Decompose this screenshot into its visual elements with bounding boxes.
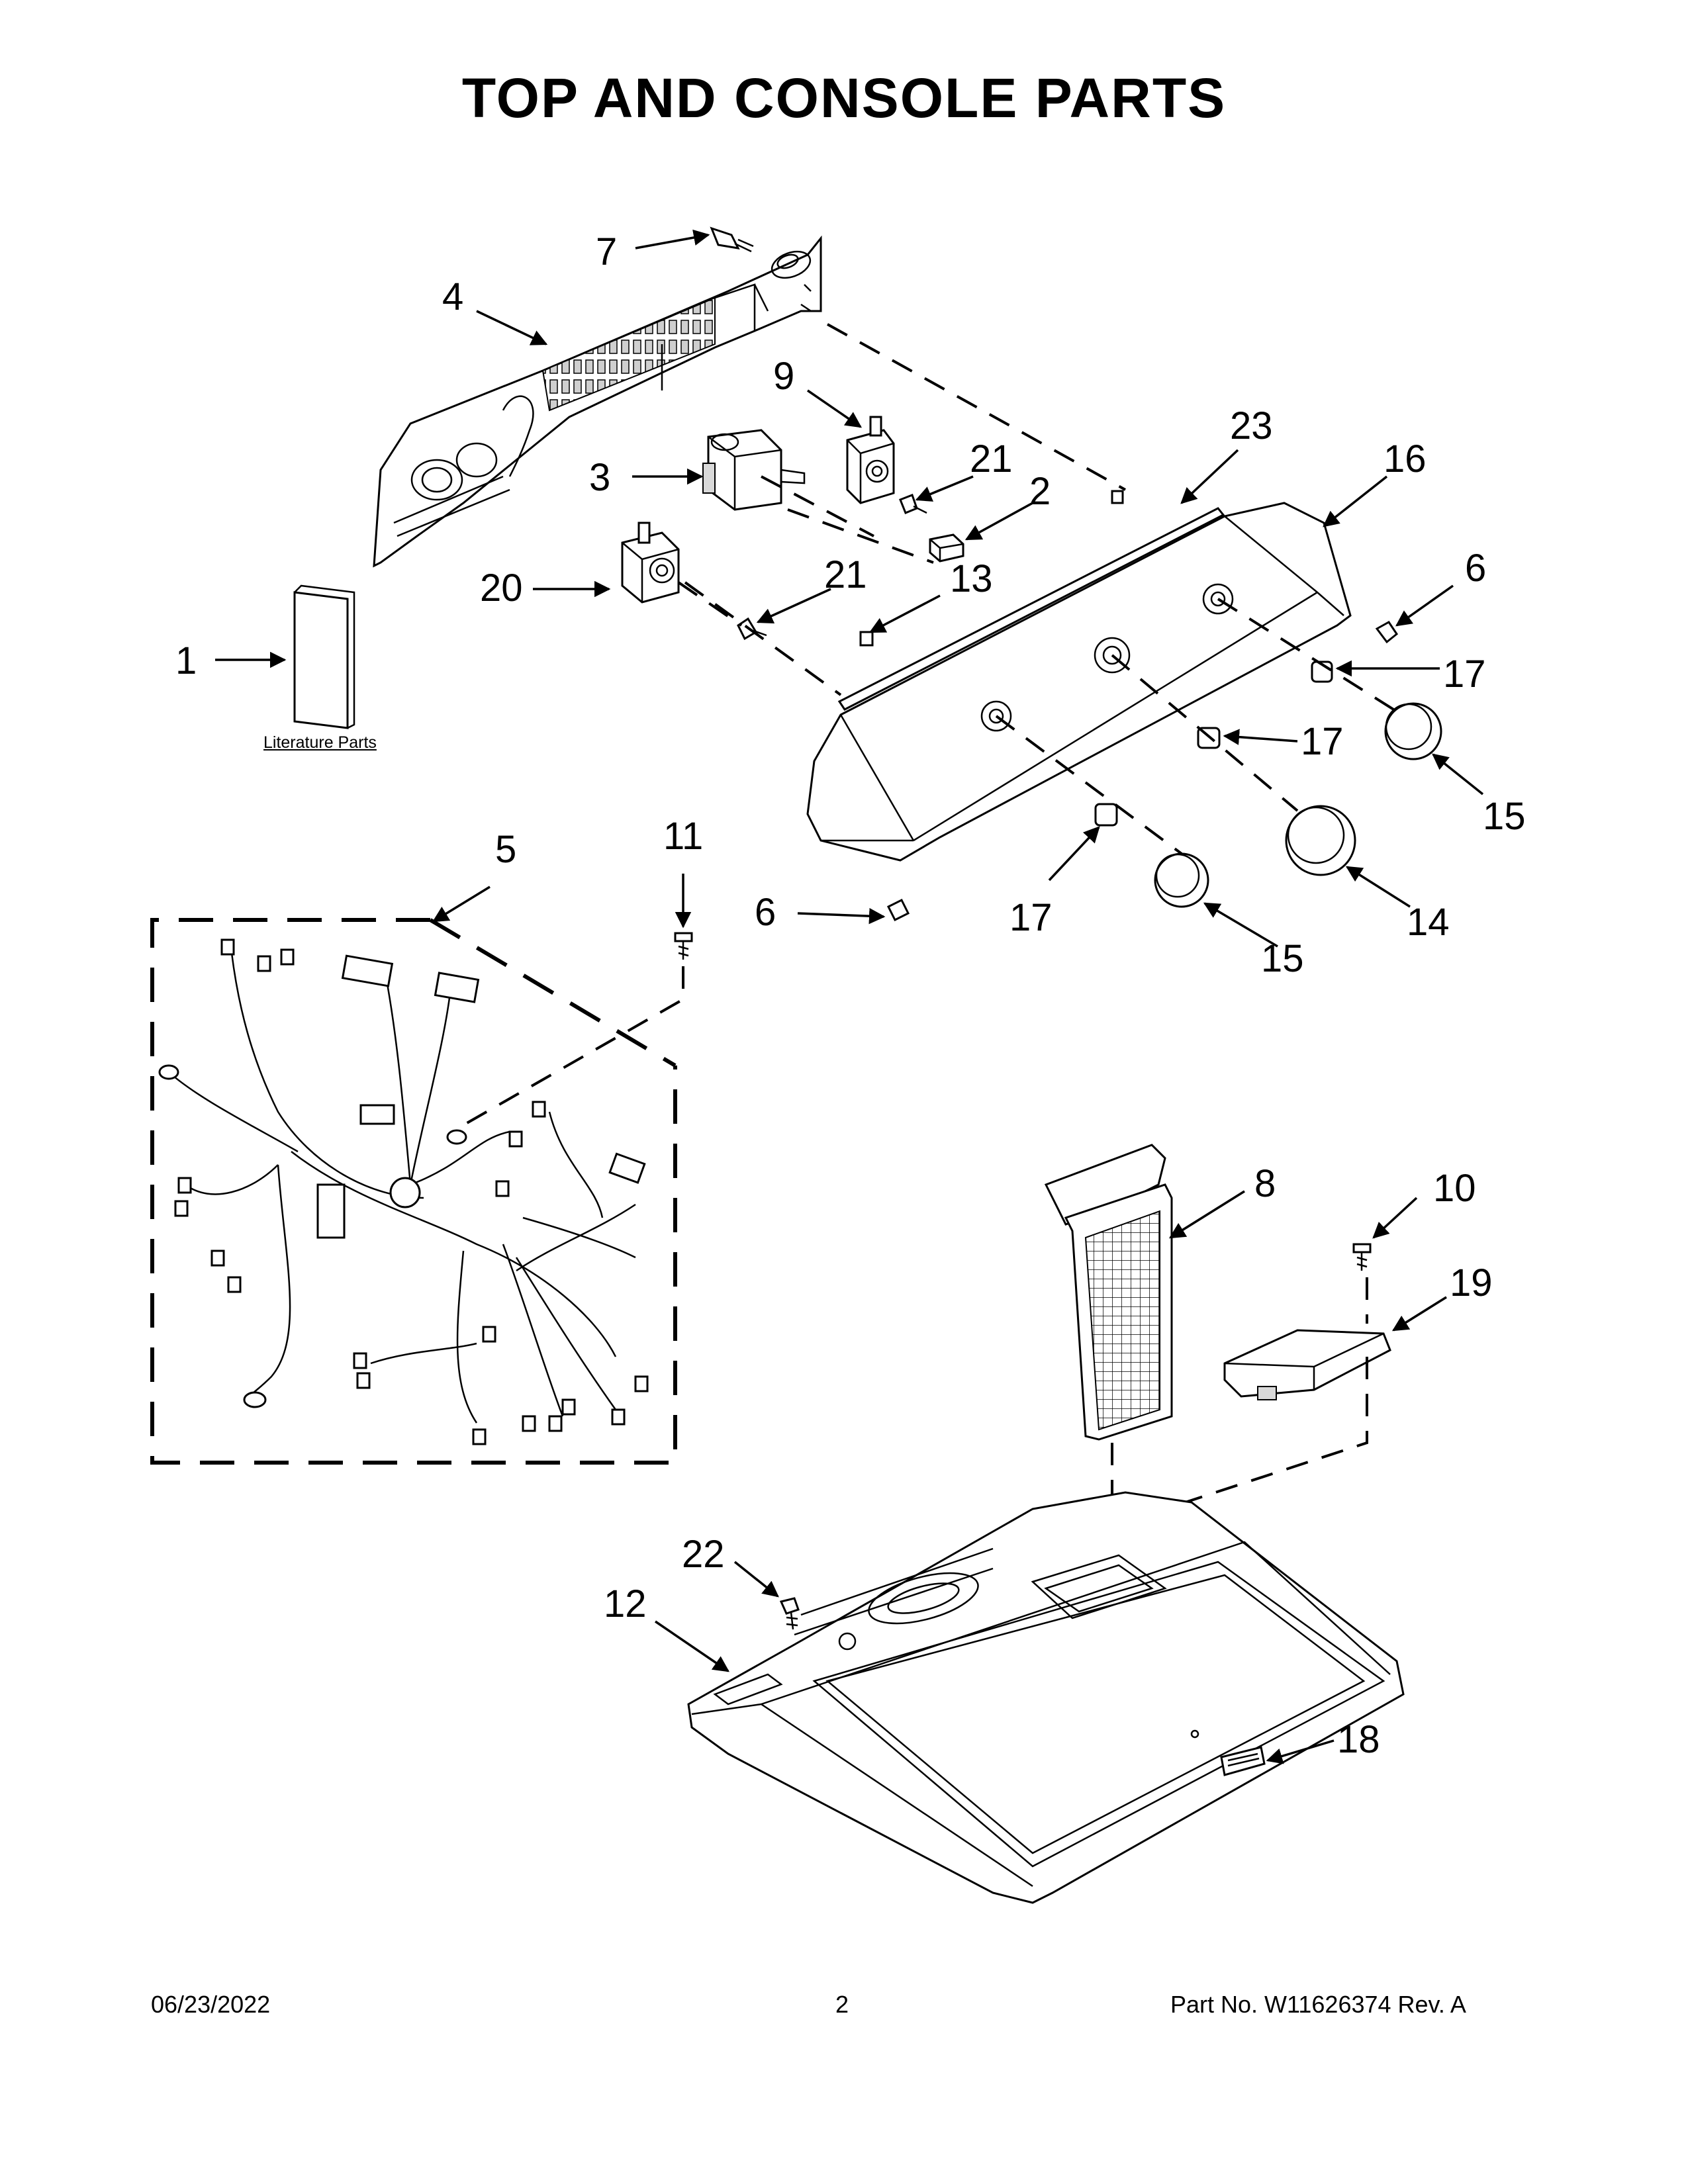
footer-page-number: 2 xyxy=(835,1991,849,2018)
callout-10: 10 xyxy=(1433,1167,1476,1210)
clip-13 xyxy=(859,631,874,647)
lint-screen xyxy=(1044,1144,1173,1441)
callout-19: 19 xyxy=(1450,1261,1493,1304)
callout-17-right: 17 xyxy=(1443,653,1486,696)
callout-15-right: 15 xyxy=(1483,795,1526,838)
screw-11 xyxy=(674,932,693,960)
console-panel xyxy=(806,502,1352,862)
knob-14 xyxy=(1285,805,1356,876)
wire-harness xyxy=(150,918,684,1465)
screw-10 xyxy=(1352,1243,1372,1271)
knob-15-right xyxy=(1384,702,1442,760)
callout-6-right: 6 xyxy=(1465,547,1487,590)
top-panel xyxy=(687,1491,1405,1904)
callout-17-left: 17 xyxy=(1009,896,1053,939)
screw-21-lower xyxy=(737,617,767,641)
callout-21-upper: 21 xyxy=(970,437,1013,480)
clip-6-left xyxy=(886,898,910,922)
page-title: TOP AND CONSOLE PARTS xyxy=(461,67,1227,129)
callout-18: 18 xyxy=(1337,1718,1380,1761)
screw-21-upper xyxy=(899,494,927,514)
literature-booklet xyxy=(293,584,355,729)
leader-arrows xyxy=(215,229,1484,1764)
timer-switch xyxy=(702,429,806,511)
selector-switch-9 xyxy=(846,416,895,504)
screw-22 xyxy=(779,1597,800,1630)
callout-13: 13 xyxy=(950,557,993,600)
knob-insert-17-left xyxy=(1094,803,1118,827)
callout-7: 7 xyxy=(596,230,618,273)
callout-1: 1 xyxy=(175,639,197,682)
console-back-bracket xyxy=(373,235,822,568)
bracket-clip-2 xyxy=(929,533,964,563)
trim-strip-23 xyxy=(837,507,1225,711)
callout-9: 9 xyxy=(773,355,795,398)
literature-parts-label: Literature Parts xyxy=(263,733,377,752)
footer-part-number: Part No. W11626374 Rev. A xyxy=(1170,1991,1466,2018)
knob-15-left xyxy=(1154,852,1209,908)
callout-2: 2 xyxy=(1029,470,1051,513)
callout-22: 22 xyxy=(682,1533,725,1576)
cover-plate-19 xyxy=(1223,1329,1391,1400)
callout-4: 4 xyxy=(442,275,464,318)
callout-16: 16 xyxy=(1383,437,1427,480)
callout-8: 8 xyxy=(1254,1162,1276,1205)
switch-20 xyxy=(621,522,680,604)
badge-18 xyxy=(1220,1746,1266,1776)
callout-21-lower: 21 xyxy=(824,553,867,596)
clip-upper-console xyxy=(1111,490,1124,504)
screw-7 xyxy=(710,226,754,253)
callout-17-middle: 17 xyxy=(1301,720,1344,763)
footer-date: 06/23/2022 xyxy=(151,1991,271,2018)
callout-3: 3 xyxy=(589,456,611,499)
callout-14: 14 xyxy=(1407,901,1450,944)
callout-15-left: 15 xyxy=(1261,937,1304,980)
clip-6-right xyxy=(1375,621,1399,644)
callout-6-left: 6 xyxy=(755,891,776,934)
callout-20: 20 xyxy=(480,567,523,610)
callout-23: 23 xyxy=(1230,404,1273,447)
callout-5: 5 xyxy=(495,828,517,871)
callout-11: 11 xyxy=(663,815,704,858)
callout-12: 12 xyxy=(604,1582,647,1625)
